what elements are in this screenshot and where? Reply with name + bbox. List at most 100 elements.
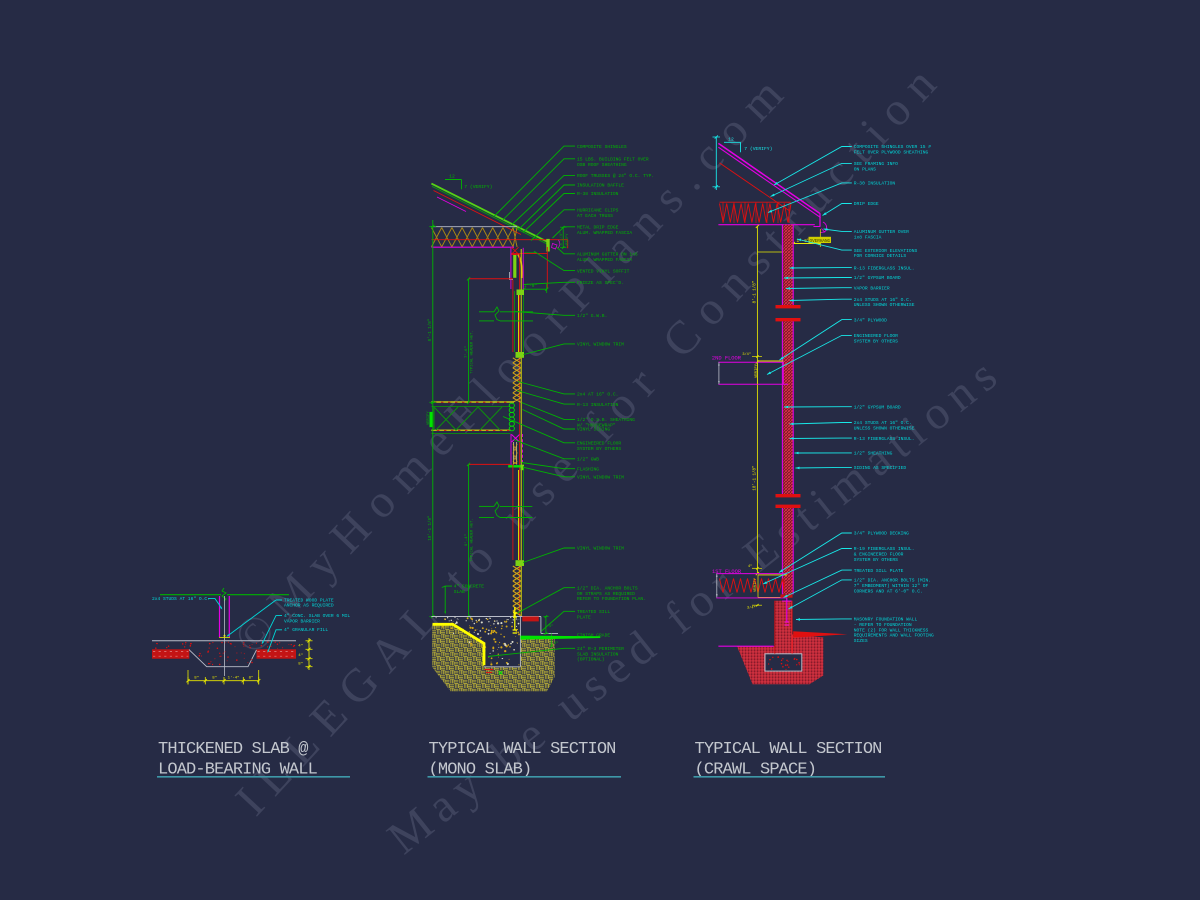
svg-text:CORNERS AND AT 6'-0" O.C.: CORNERS AND AT 6'-0" O.C. — [854, 588, 923, 594]
svg-text:2x4 STUDS AT 16" O.C.: 2x4 STUDS AT 16" O.C. — [854, 420, 912, 426]
svg-text:SLAB: SLAB — [454, 589, 465, 595]
svg-text:METAL DRIP EDGE: METAL DRIP EDGE — [577, 225, 619, 231]
svg-text:1ST FLOOR: 1ST FLOOR — [712, 569, 742, 575]
svg-text:1/2" GYPSUM BOARD: 1/2" GYPSUM BOARD — [854, 404, 901, 410]
svg-text:DRIP EDGE: DRIP EDGE — [854, 201, 879, 207]
svg-text:2x4 STUDS AT 16" O.C.: 2x4 STUDS AT 16" O.C. — [152, 596, 210, 602]
svg-text:ALUM. WRAPPED FASCIA: ALUM. WRAPPED FASCIA — [577, 230, 632, 236]
svg-text:FLASHING: FLASHING — [577, 466, 599, 472]
svg-text:15 LBS. BUILDING FELT OVER: 15 LBS. BUILDING FELT OVER — [577, 157, 649, 163]
svg-text:1/2" GYPSUM BOARD: 1/2" GYPSUM BOARD — [854, 275, 901, 281]
svg-text:VAPOR BARRIER: VAPOR BARRIER — [854, 285, 890, 291]
svg-text:2ND FLOOR: 2ND FLOOR — [712, 355, 742, 361]
svg-text:7'-6": 7'-6" — [464, 346, 469, 358]
svg-text:3/4": 3/4" — [747, 606, 756, 611]
svg-text:1/2" O.S.B. SHEATHING: 1/2" O.S.B. SHEATHING — [577, 417, 635, 423]
svg-text:8'-1 1/8": 8'-1 1/8" — [753, 281, 758, 304]
svg-text:1/2" SHEATHING: 1/2" SHEATHING — [854, 451, 893, 457]
svg-text:HURRICANE CLIPS: HURRICANE CLIPS — [577, 208, 619, 214]
svg-text:FELT OVER PLYWOOD SHEATHING: FELT OVER PLYWOOD SHEATHING — [854, 150, 929, 156]
svg-text:10'-1 1/8": 10'-1 1/8" — [753, 465, 758, 490]
svg-text:FINISH GRADE: FINISH GRADE — [577, 633, 610, 639]
svg-text:AT EACH TRUSS: AT EACH TRUSS — [577, 213, 613, 219]
svg-text:8": 8" — [249, 675, 254, 680]
svg-text:TYPICAL HEADER HGT.: TYPICAL HEADER HGT. — [471, 330, 475, 373]
svg-text:W/ "HOUSEWRAP": W/ "HOUSEWRAP" — [577, 423, 616, 429]
svg-text:TREATED WOOD PLATE: TREATED WOOD PLATE — [284, 597, 334, 603]
svg-text:1/2" G.W.B.: 1/2" G.W.B. — [577, 313, 607, 319]
svg-text:SYSTEM BY OTHERS: SYSTEM BY OTHERS — [854, 557, 898, 563]
svg-text:VINYL WINDOW TRIM: VINYL WINDOW TRIM — [577, 475, 624, 481]
svg-text:ROOF TRUSSES @ 24" O.C. TYP.: ROOF TRUSSES @ 24" O.C. TYP. — [577, 173, 654, 179]
svg-text:TYPICAL HEADER HGT.: TYPICAL HEADER HGT. — [471, 518, 475, 561]
svg-text:(OPTIONAL): (OPTIONAL) — [577, 657, 605, 663]
svg-text:4": 4" — [298, 653, 303, 658]
svg-text:*: * — [222, 635, 226, 643]
svg-text:VINYL SIDING: VINYL SIDING — [577, 427, 610, 433]
svg-text:OR STRAPS AS REQUIRED: OR STRAPS AS REQUIRED — [577, 591, 635, 597]
svg-text:& ENGINEERED FLOOR: & ENGINEERED FLOOR — [854, 552, 904, 558]
svg-text:4": 4" — [549, 624, 554, 629]
svg-text:ALUMINUM GUTTER ON 1x6: ALUMINUM GUTTER ON 1x6 — [577, 252, 638, 258]
svg-text:SYSTEM BY OTHERS: SYSTEM BY OTHERS — [577, 446, 621, 452]
svg-text:2x4 AT 16" O.C.: 2x4 AT 16" O.C. — [577, 392, 618, 398]
svg-text:1'-0": 1'-0" — [524, 284, 538, 289]
svg-text:- REFER TO FOUNDATION: - REFER TO FOUNDATION — [854, 622, 912, 628]
svg-text:3/4" PLYWOOD: 3/4" PLYWOOD — [854, 317, 887, 323]
svg-text:TREATED SILL: TREATED SILL — [577, 609, 610, 615]
svg-text:MASONRY FOUNDATION WALL: MASONRY FOUNDATION WALL — [854, 617, 918, 623]
svg-text:VINYL WINDOW TRIM: VINYL WINDOW TRIM — [577, 546, 624, 552]
svg-text:9'-4": 9'-4" — [464, 534, 469, 546]
svg-text:8": 8" — [194, 675, 199, 680]
svg-text:ENGINEERED FLOOR: ENGINEERED FLOOR — [577, 441, 621, 447]
svg-text:ALUM. WRAPPED FASCIA: ALUM. WRAPPED FASCIA — [577, 257, 632, 263]
svg-text:VERIFY: VERIFY — [755, 363, 759, 378]
svg-text:PLATE: PLATE — [577, 614, 591, 620]
svg-text:SIZES: SIZES — [854, 638, 868, 644]
svg-text:ON PLANS: ON PLANS — [854, 166, 876, 172]
svg-text:ENGINEERED FLOOR: ENGINEERED FLOOR — [854, 333, 898, 339]
svg-text:12: 12 — [728, 136, 734, 142]
svg-text:24" R-3 PERIMETER: 24" R-3 PERIMETER — [577, 646, 624, 652]
svg-text:NOTE (2) FOR WALL THICKNESS: NOTE (2) FOR WALL THICKNESS — [854, 627, 929, 633]
svg-text:1/2" DIA. ANCHOR BOLTS: 1/2" DIA. ANCHOR BOLTS — [577, 585, 638, 591]
svg-text:4": 4" — [298, 644, 303, 649]
svg-text:R-19 FIBERGLASS INSUL.: R-19 FIBERGLASS INSUL. — [854, 546, 915, 552]
svg-text:1/2" DIA. ANCHOR BOLTS (MIN.: 1/2" DIA. ANCHOR BOLTS (MIN. — [854, 578, 931, 584]
svg-text:8": 8" — [298, 662, 303, 667]
svg-text:R-30 INSULATION: R-30 INSULATION — [854, 181, 896, 187]
svg-text:ANCHOR AS REQUIRED: ANCHOR AS REQUIRED — [284, 603, 334, 609]
svg-text:TYPICAL WALL SECTION: TYPICAL WALL SECTION — [695, 740, 882, 759]
svg-text:UNLESS SHOWN OTHERWISE: UNLESS SHOWN OTHERWISE — [854, 426, 915, 432]
svg-text:TYPICAL WALL SECTION: TYPICAL WALL SECTION — [429, 740, 616, 759]
svg-text:4" CONC. SLAB OVER 6 MIL: 4" CONC. SLAB OVER 6 MIL — [284, 613, 350, 619]
svg-text:UNLESS SHOWN OTHERWISE: UNLESS SHOWN OTHERWISE — [854, 302, 915, 308]
svg-text:VINYL WINDOW TRIM: VINYL WINDOW TRIM — [577, 342, 624, 348]
svg-text:OVERHANG: OVERHANG — [810, 239, 831, 244]
svg-text:VENTED VINYL SOFFIT: VENTED VINYL SOFFIT — [577, 268, 630, 274]
svg-text:12: 12 — [449, 174, 455, 180]
svg-text:SLAB INSULATION: SLAB INSULATION — [577, 651, 619, 657]
svg-text:REQUIREMENTS AND WALL FOOTING: REQUIREMENTS AND WALL FOOTING — [854, 633, 934, 639]
svg-text:VERIFY: VERIFY — [754, 577, 758, 592]
svg-text:TREATED SILL PLATE: TREATED SILL PLATE — [854, 568, 904, 574]
svg-text:1/2" GWB: 1/2" GWB — [577, 457, 599, 463]
svg-text:3/4" PLYWOOD DECKING: 3/4" PLYWOOD DECKING — [854, 531, 909, 537]
svg-text:REFER TO FOUNDATION PLAN.: REFER TO FOUNDATION PLAN. — [577, 596, 646, 602]
svg-text:FOR CORNICE DETAILS: FOR CORNICE DETAILS — [854, 253, 907, 259]
svg-text:2x4 STUDS AT 16" O.C.: 2x4 STUDS AT 16" O.C. — [854, 297, 912, 303]
svg-text:(MONO SLAB): (MONO SLAB) — [429, 761, 532, 780]
svg-text:SEE FRAMING INFO: SEE FRAMING INFO — [854, 161, 898, 167]
svg-text:1x8 FASCIA: 1x8 FASCIA — [854, 234, 882, 240]
svg-text:7 (VERIFY): 7 (VERIFY) — [744, 146, 772, 152]
svg-text:VAPOR BARRIER: VAPOR BARRIER — [284, 618, 320, 624]
svg-text:(CRAWL SPACE): (CRAWL SPACE) — [695, 761, 817, 780]
svg-text:7 (VERIFY): 7 (VERIFY) — [464, 184, 492, 190]
svg-text:4": 4" — [748, 564, 752, 569]
svg-text:VERIFY: VERIFY — [566, 233, 570, 247]
svg-text:COMPOSITE SHINGLES: COMPOSITE SHINGLES — [577, 144, 627, 150]
svg-text:8'-1 1/8": 8'-1 1/8" — [428, 319, 433, 342]
svg-text:SYSTEM BY OTHERS: SYSTEM BY OTHERS — [854, 339, 898, 345]
svg-text:THICKENED SLAB @: THICKENED SLAB @ — [158, 740, 308, 759]
svg-text:1'-4": 1'-4" — [228, 675, 240, 680]
